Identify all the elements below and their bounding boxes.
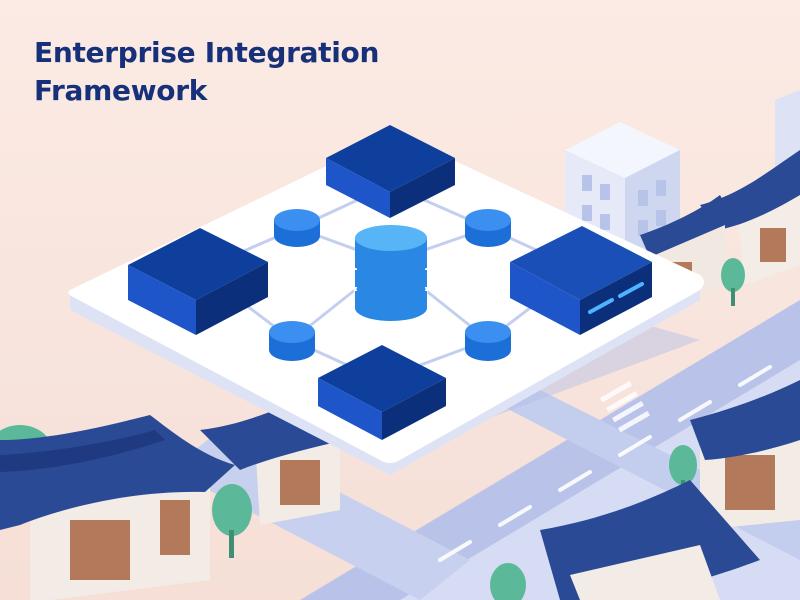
network-node-icon bbox=[465, 209, 511, 247]
database-icon bbox=[353, 225, 429, 321]
server-block-icon bbox=[128, 228, 268, 335]
title-line-1: Enterprise Integration bbox=[34, 36, 380, 69]
title-line-2: Framework bbox=[34, 74, 208, 107]
server-block-icon bbox=[326, 125, 455, 218]
server-block-icon bbox=[318, 345, 446, 440]
network-node-icon bbox=[465, 321, 511, 361]
crosswalk bbox=[600, 381, 650, 433]
network-node-icon bbox=[269, 321, 315, 361]
hanok-roof-icon bbox=[540, 380, 800, 600]
page-title: Enterprise Integration Framework bbox=[34, 34, 454, 110]
hanok-roof-icon bbox=[0, 415, 235, 600]
network-node-icon bbox=[274, 209, 320, 247]
server-block-icon bbox=[510, 226, 652, 335]
